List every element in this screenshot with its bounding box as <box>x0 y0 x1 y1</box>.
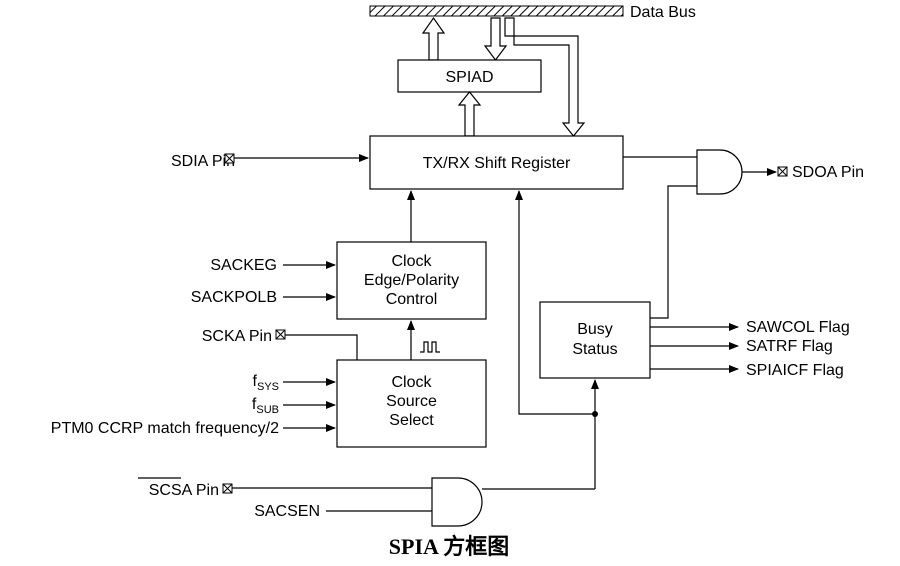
sdoa-and-gate <box>696 149 743 195</box>
busy-status-block <box>539 301 651 379</box>
busy-to-and-wire <box>650 185 697 319</box>
diagram-caption: SPIA 方框图 <box>389 534 509 559</box>
shift-register-label: TX/RX Shift Register <box>423 155 571 172</box>
clock-edge-line3: Control <box>386 291 438 308</box>
bus-to-shift-arrow <box>504 17 586 137</box>
spiaicf-label: SPIAICF Flag <box>746 362 844 379</box>
cs-and-gate <box>431 477 483 527</box>
sawcol-label: SAWCOL Flag <box>746 319 850 336</box>
data-bus-label: Data Bus <box>630 4 696 21</box>
clock-source-line2: Source <box>386 393 437 410</box>
spiad-block <box>397 59 542 93</box>
sdoa-pin-icon <box>777 166 788 177</box>
clock-waveform-icon <box>420 341 440 353</box>
clock-source-block <box>336 359 487 448</box>
busy-status-line2: Status <box>572 341 617 358</box>
scsa-pin-icon <box>222 483 233 494</box>
clock-source-line3: Select <box>389 412 434 429</box>
fsys-base: f <box>253 373 258 390</box>
sdia-pin-label: SDIA Pin <box>171 153 235 170</box>
scka-pin-icon <box>275 329 286 340</box>
junction-dot <box>592 411 598 417</box>
ptm-label: PTM0 CCRP match frequency/2 <box>51 420 279 437</box>
satrf-label: SATRF Flag <box>746 338 833 355</box>
sacsen-label: SACSEN <box>254 503 320 520</box>
data-bus <box>369 5 624 17</box>
fsys-subscript: SYS <box>257 381 279 393</box>
bus-to-spiad-arrow <box>483 17 508 61</box>
spiad-label: SPIAD <box>445 69 493 86</box>
fsub-label: fSUB <box>252 396 279 416</box>
shift-to-spiad-arrow <box>457 91 482 137</box>
scka-wire <box>285 334 358 360</box>
clock-edge-line1: Clock <box>391 253 432 270</box>
sackeg-label: SACKEG <box>210 257 277 274</box>
busy-status-line1: Busy <box>577 321 613 338</box>
scka-pin-label: SCKA Pin <box>202 328 272 345</box>
clock-edge-block <box>336 241 487 320</box>
fsub-subscript: SUB <box>256 404 279 416</box>
fsub-base: f <box>252 396 257 413</box>
shift-register-block <box>369 135 624 190</box>
sdia-pin-icon <box>224 153 235 164</box>
sdoa-pin-label: SDOA Pin <box>792 164 864 181</box>
cs-to-shift-wire <box>515 190 595 415</box>
clock-edge-line2: Edge/Polarity <box>364 272 459 289</box>
sackpolb-label: SACKPOLB <box>191 289 277 306</box>
scsa-pin-label: SCSA Pin <box>149 482 219 499</box>
clock-source-line1: Clock <box>391 374 432 391</box>
spiad-to-bus-arrow <box>421 16 446 61</box>
fsys-label: fSYS <box>253 373 279 393</box>
